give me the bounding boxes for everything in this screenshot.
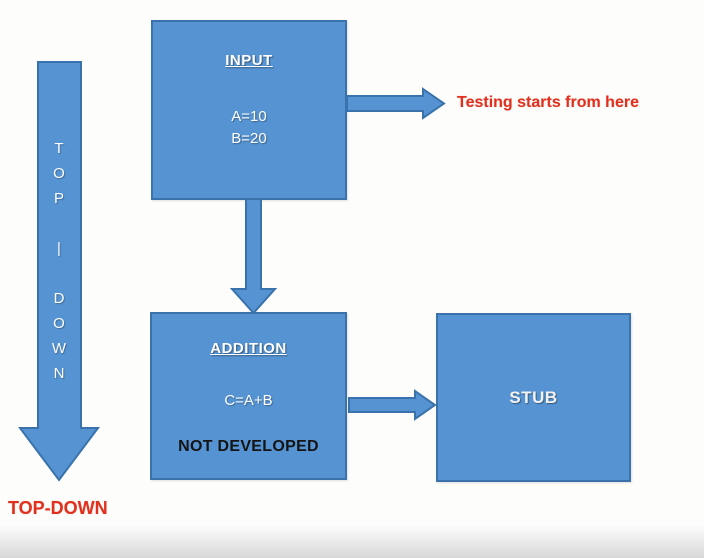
flow-down-arrow-icon [230, 199, 278, 315]
input-box-value-a: A=10 [231, 108, 267, 125]
stub-arrow-icon [348, 389, 437, 421]
input-box-value-b: B=20 [231, 130, 267, 147]
addition-box-title: ADDITION [210, 340, 287, 357]
addition-box: ADDITION C=A+B NOT DEVELOPED [150, 312, 347, 480]
testing-arrow-icon [346, 87, 446, 120]
addition-box-formula: C=A+B [224, 392, 273, 409]
addition-box-not-developed-note: NOT DEVELOPED [178, 438, 319, 455]
stub-box-title: STUB [509, 387, 558, 407]
bottom-fade-strip [0, 524, 704, 558]
testing-annotation: Testing starts from here [457, 94, 639, 111]
top-down-arrow-icon [18, 61, 100, 482]
stub-box: STUB [436, 313, 631, 482]
input-box: INPUT A=10 B=20 [151, 20, 347, 200]
top-down-caption: TOP-DOWN [8, 498, 108, 518]
input-box-title: INPUT [225, 52, 273, 69]
top-down-arrow-label: T O P | D O W N [51, 140, 67, 382]
